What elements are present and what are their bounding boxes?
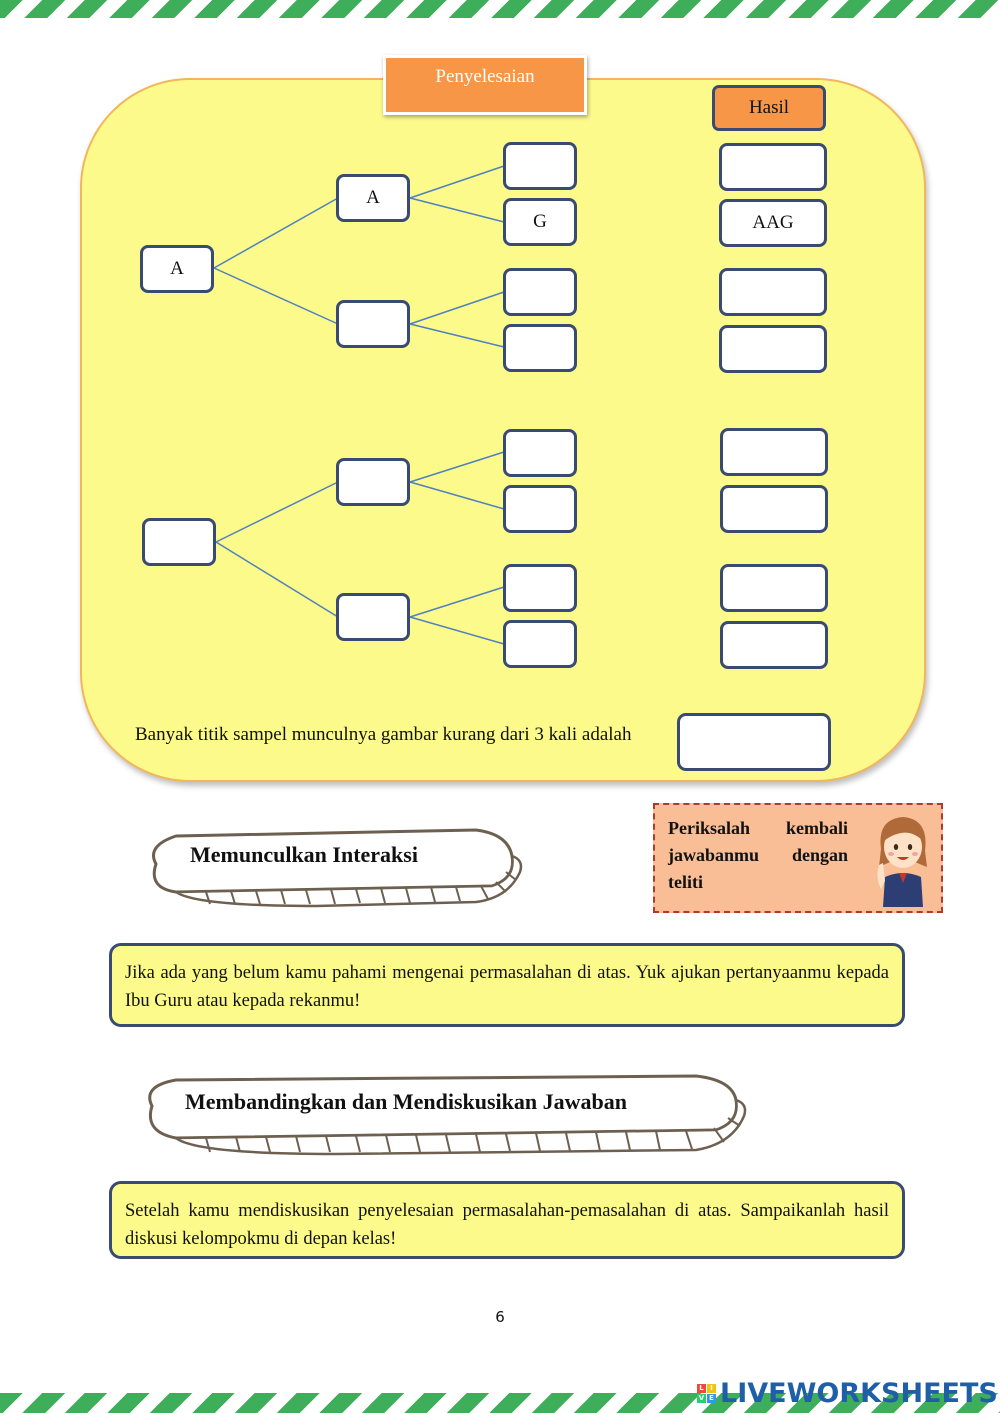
result-7-input[interactable] [720,564,828,612]
info-box-discussion: Setelah kamu mendiskusikan penyelesaian … [109,1181,905,1259]
result-8-input[interactable] [720,621,828,669]
result-6-input[interactable] [720,485,828,533]
tree2-root-input[interactable] [142,518,216,566]
scroll-banner-shape [148,1074,747,1156]
logo-letter-i: I [707,1383,716,1393]
answer-question-label: Banyak titik sampel munculnya gambar kur… [135,724,632,745]
girl-pointing-icon [877,817,927,907]
bottom-stripe-border [0,1393,1000,1413]
tree2-branch-a-input[interactable] [336,458,410,506]
tree1-root-node: A [140,245,214,293]
answer-input[interactable] [677,713,831,771]
tree2-leaf-4-input[interactable] [503,620,577,668]
section-banner-discussion: Membandingkan dan Mendiskusikan Jawaban [136,1068,750,1160]
liveworksheets-logo-icon: L I V E [697,1383,716,1403]
result-2-value: AAG [719,199,827,247]
tree1-leaf-4-input[interactable] [503,324,577,372]
section-title-interaction: Memunculkan Interaksi [190,842,418,867]
info-box-questions: Jika ada yang belum kamu pahami mengenai… [109,943,905,1027]
scroll-banner-shape [152,828,523,908]
tree1-branch-a-node: A [336,174,410,222]
tree1-leaf-3-input[interactable] [503,268,577,316]
tree1-leaf-1-input[interactable] [503,142,577,190]
page-number: 6 [495,1308,505,1326]
result-header: Hasil [712,85,826,131]
result-1-input[interactable] [719,143,827,191]
info-text-discussion: Setelah kamu mendiskusikan penyelesaian … [125,1201,889,1249]
top-stripe-border [0,0,1000,18]
tree2-branch-b-input[interactable] [336,593,410,641]
solution-tab: Penyelesaian [383,55,587,115]
result-4-input[interactable] [719,325,827,373]
section-banner-interaction: Memunculkan Interaksi [136,822,526,912]
tree2-leaf-2-input[interactable] [503,485,577,533]
logo-letter-e: E [707,1393,716,1403]
section-title-discussion: Membandingkan dan Mendiskusikan Jawaban [185,1089,627,1114]
liveworksheets-brand: L I V E LIVEWORKSHEETS [697,1376,998,1410]
tree2-leaf-3-input[interactable] [503,564,577,612]
logo-letter-v: V [697,1393,706,1403]
reminder-note: Periksalah kembali jawabanmu dengan teli… [653,803,943,913]
reminder-text: Periksalah kembali jawabanmu dengan teli… [668,818,848,892]
tree1-branch-b-input[interactable] [336,300,410,348]
brand-name: LIVEWORKSHEETS [720,1377,998,1409]
info-text-questions: Jika ada yang belum kamu pahami mengenai… [125,963,889,1011]
tree1-leaf-2-node: G [503,198,577,246]
result-3-input[interactable] [719,268,827,316]
result-5-input[interactable] [720,428,828,476]
logo-letter-l: L [697,1383,706,1393]
tree2-leaf-1-input[interactable] [503,429,577,477]
